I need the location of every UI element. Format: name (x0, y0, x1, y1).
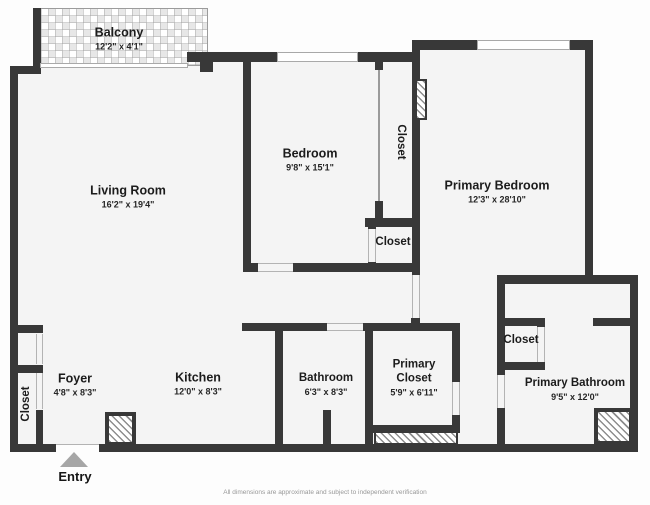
door-opening (36, 334, 43, 364)
wall (323, 410, 331, 444)
room-label-closet-primary-bath: Closet (503, 334, 538, 348)
room-dims: 5'9" x 6'11" (390, 386, 438, 397)
entry-label: Entry (58, 469, 92, 484)
door-opening (412, 275, 420, 318)
wall (412, 40, 420, 275)
room-label-closet-hall: Closet (393, 124, 407, 159)
room-label-closet-entry: Closet (20, 386, 34, 421)
wall (373, 425, 460, 433)
wall (36, 410, 43, 444)
wall (497, 275, 638, 284)
room-name: Closet (375, 236, 411, 249)
room-dims: 16'2" x 19'4" (101, 199, 155, 210)
room-name: Primary Bathroom (524, 377, 626, 390)
room-dims: 12'3" x 28'10" (468, 194, 526, 205)
door-opening (497, 375, 505, 408)
room-name: Closet (396, 372, 432, 385)
wall (275, 331, 283, 444)
wall (10, 325, 43, 333)
floor-main (10, 66, 420, 452)
wall (585, 40, 593, 283)
wall (452, 323, 460, 433)
room-dims: 12'0" x 8'3" (174, 386, 222, 397)
room-name: Closet (503, 334, 539, 347)
wall (365, 331, 373, 444)
wall (10, 66, 41, 74)
room-name: Balcony (94, 25, 144, 40)
room-label-primary-bathroom: Primary Bathroom 9'5" x 12'0" (525, 377, 625, 403)
room-label-primary-closet: Primary Closet 5'9" x 6'11" (390, 358, 437, 397)
room-label-kitchen: Kitchen 12'0" x 8'3" (174, 371, 222, 398)
room-label-bedroom: Bedroom 9'8" x 15'1" (283, 147, 338, 174)
wall (33, 8, 41, 70)
hatch-fixture (594, 408, 633, 445)
room-name: Bedroom (282, 146, 338, 161)
door-opening (327, 323, 363, 331)
room-dims: 9'8" x 15'1" (286, 162, 334, 173)
wall (10, 444, 638, 452)
wall (497, 318, 545, 326)
room-dims: 9'5" x 12'0" (551, 392, 599, 402)
room-name: Closet (394, 124, 407, 160)
door-opening (36, 373, 43, 409)
disclaimer-text: All dimensions are approximate and subje… (223, 489, 427, 496)
wall (243, 263, 420, 272)
room-name: Kitchen (175, 370, 221, 385)
wall (375, 58, 383, 70)
balcony-tiled-deck (33, 8, 208, 66)
hatch-fixture (374, 431, 458, 445)
room-name: Closet (20, 386, 33, 422)
entry-arrow-icon (60, 452, 88, 467)
wall (200, 52, 213, 72)
wall (630, 275, 638, 452)
room-label-balcony: Balcony 12'2" x 4'1" (95, 26, 144, 53)
room-name: Living Room (90, 183, 166, 198)
door-opening (258, 263, 293, 272)
room-label-living-room: Living Room 16'2" x 19'4" (90, 184, 166, 211)
floor-primary-bedroom (413, 40, 593, 283)
entry-opening (56, 444, 99, 452)
room-label-closet-bedroom: Closet (375, 236, 410, 250)
wall (593, 318, 638, 326)
wall (497, 362, 545, 370)
room-label-foyer: Foyer 4'8" x 8'3" (54, 372, 97, 399)
room-name: Bathroom (298, 372, 354, 385)
room-label-bathroom: Bathroom 6'3" x 8'3" (299, 372, 353, 398)
door-opening (452, 382, 460, 415)
window (277, 52, 358, 62)
room-dims: 4'8" x 8'3" (53, 387, 97, 398)
hatch-fixture (105, 412, 136, 446)
room-dims: 6'3" x 8'3" (304, 387, 348, 397)
door-opening (537, 327, 545, 362)
wall (10, 66, 18, 452)
room-name: Primary Bedroom (444, 178, 550, 193)
room-dims: 12'2" x 4'1" (95, 41, 143, 52)
wall (375, 201, 383, 218)
room-label-primary-bedroom: Primary Bedroom 12'3" x 28'10" (445, 179, 550, 206)
closet-sliding-door (378, 70, 380, 201)
door-opening (368, 229, 376, 262)
room-name: Primary (392, 358, 436, 371)
wall (365, 218, 418, 227)
balcony-sliding-door (40, 63, 188, 68)
room-name: Foyer (57, 371, 93, 386)
hatch-fixture (415, 79, 427, 120)
wall (10, 365, 43, 373)
wall (243, 58, 251, 272)
window (477, 40, 570, 50)
